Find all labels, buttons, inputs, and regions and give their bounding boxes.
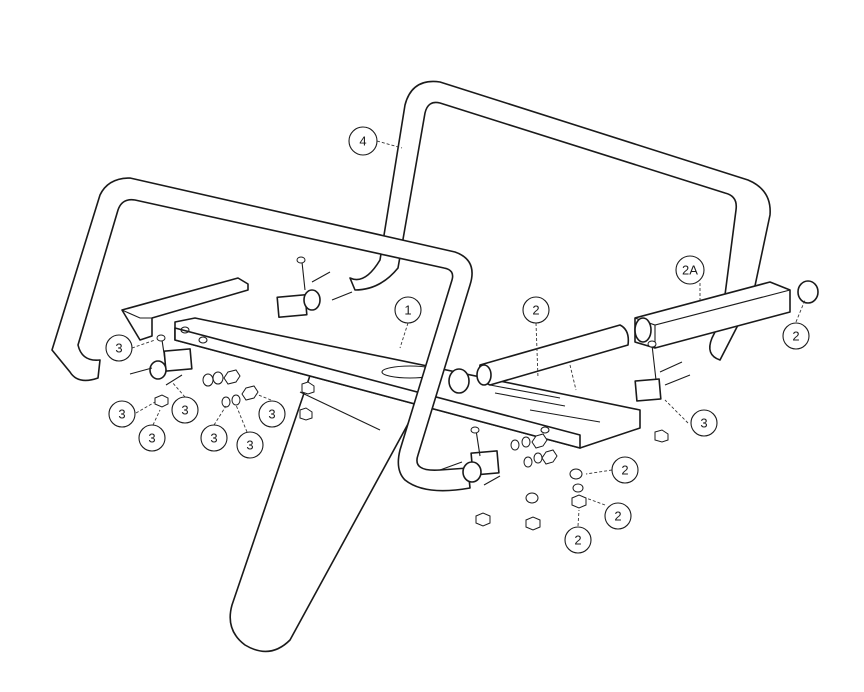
callout-3-left-bolt-label: 3	[115, 341, 122, 356]
callout-2-tube: 2	[522, 296, 550, 324]
callout-3-right: 3	[690, 409, 718, 437]
left-clamp-assembly	[129, 334, 193, 408]
front-hoop-frame	[51, 177, 473, 492]
callout-2-lockwasher-label: 2	[614, 509, 621, 524]
callout-2A-label: 2A	[682, 263, 698, 278]
callout-2A: 2A	[675, 255, 705, 285]
callout-3-left-nut-label: 3	[118, 407, 125, 422]
callout-4: 4	[348, 126, 378, 156]
part-2A-square-tube	[634, 280, 819, 349]
callout-2-tube-label: 2	[532, 303, 539, 318]
callout-3-nut: 3	[258, 400, 286, 428]
callout-4-label: 4	[359, 134, 366, 149]
callout-3-left-nut: 3	[108, 400, 136, 428]
callout-3-left-lower-label: 3	[148, 431, 155, 446]
callout-2-washer: 2	[611, 456, 639, 484]
callout-1: 1	[394, 296, 422, 324]
callout-3-left-lower: 3	[138, 424, 166, 452]
callout-3-clamp: 3	[171, 396, 199, 424]
post-shaft	[229, 351, 421, 653]
callout-2-washer-label: 2	[621, 463, 628, 478]
callout-3-clamp-label: 3	[181, 403, 188, 418]
callout-3-washer-b: 3	[236, 431, 264, 459]
part-1-main-bracket	[174, 317, 641, 449]
callout-2-nut-label: 2	[574, 533, 581, 548]
callout-3-left-bolt: 3	[105, 334, 133, 362]
callout-3-washer-b-label: 3	[246, 438, 253, 453]
callout-3-right-label: 3	[700, 416, 707, 431]
part-2-round-tube	[448, 324, 630, 394]
callout-2-lockwasher: 2	[604, 502, 632, 530]
callout-3-washer-a-label: 3	[210, 431, 217, 446]
callout-2-nut: 2	[564, 526, 592, 554]
callout-1-label: 1	[404, 303, 411, 318]
leader-lines	[131, 140, 806, 527]
callout-2-plug-label: 2	[792, 329, 799, 344]
top-clamp-assembly	[276, 256, 353, 318]
lower-center-clamp-assembly	[439, 426, 587, 531]
callout-3-washer-a: 3	[200, 424, 228, 452]
callout-3-nut-label: 3	[268, 407, 275, 422]
callout-2-plug: 2	[782, 322, 810, 350]
angle-bracket	[121, 277, 249, 341]
right-clamp-assembly	[634, 340, 691, 443]
